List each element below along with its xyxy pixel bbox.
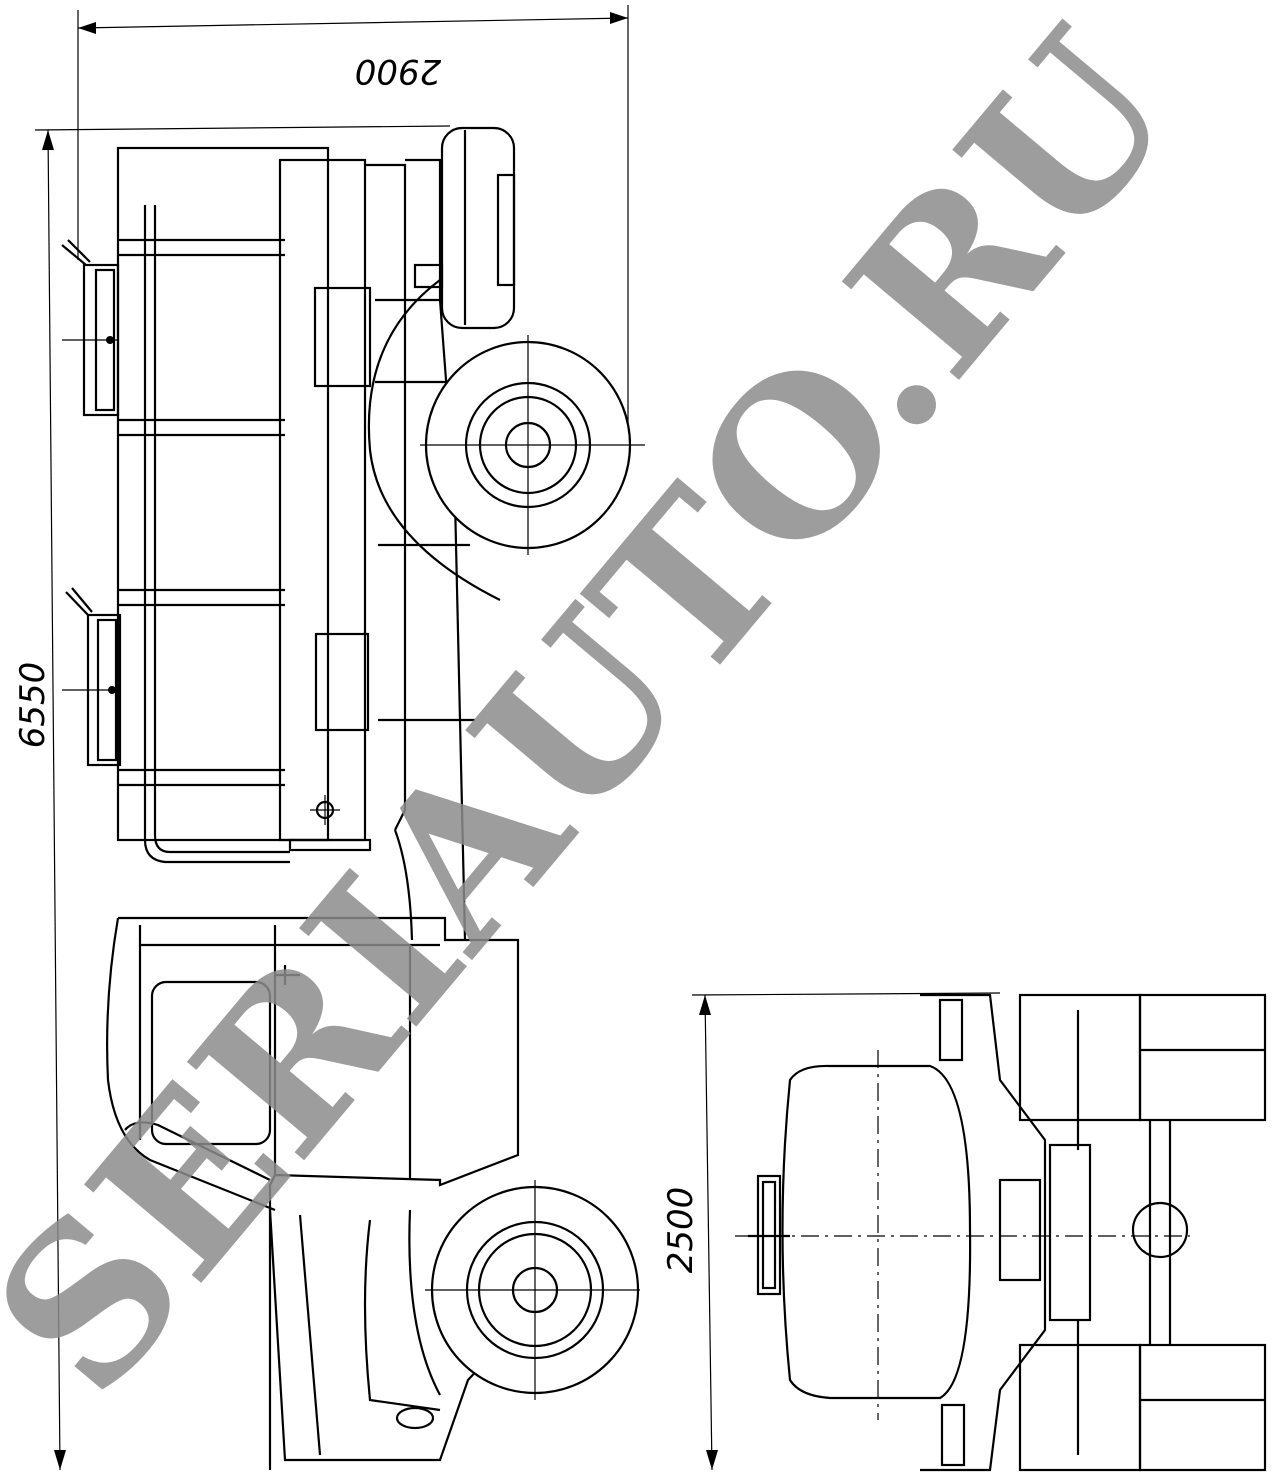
- hatch-rear: [62, 587, 122, 767]
- truck-side-view: [61, 126, 645, 1470]
- dimension-width-top: 2900: [77, 5, 629, 430]
- front-wheel-side: [425, 1180, 640, 1400]
- dimension-label-6550: 6550: [13, 662, 53, 749]
- dimension-label-2900: 2900: [355, 51, 442, 91]
- dimension-length-left: 6550: [13, 125, 451, 1471]
- hatch-front: [61, 239, 120, 417]
- rear-wheel-side: [420, 335, 645, 555]
- dimension-label-2500: 2500: [661, 1187, 701, 1274]
- truck-rear-view: [735, 993, 1267, 1472]
- dimension-width-rear: 2500: [661, 992, 1001, 1471]
